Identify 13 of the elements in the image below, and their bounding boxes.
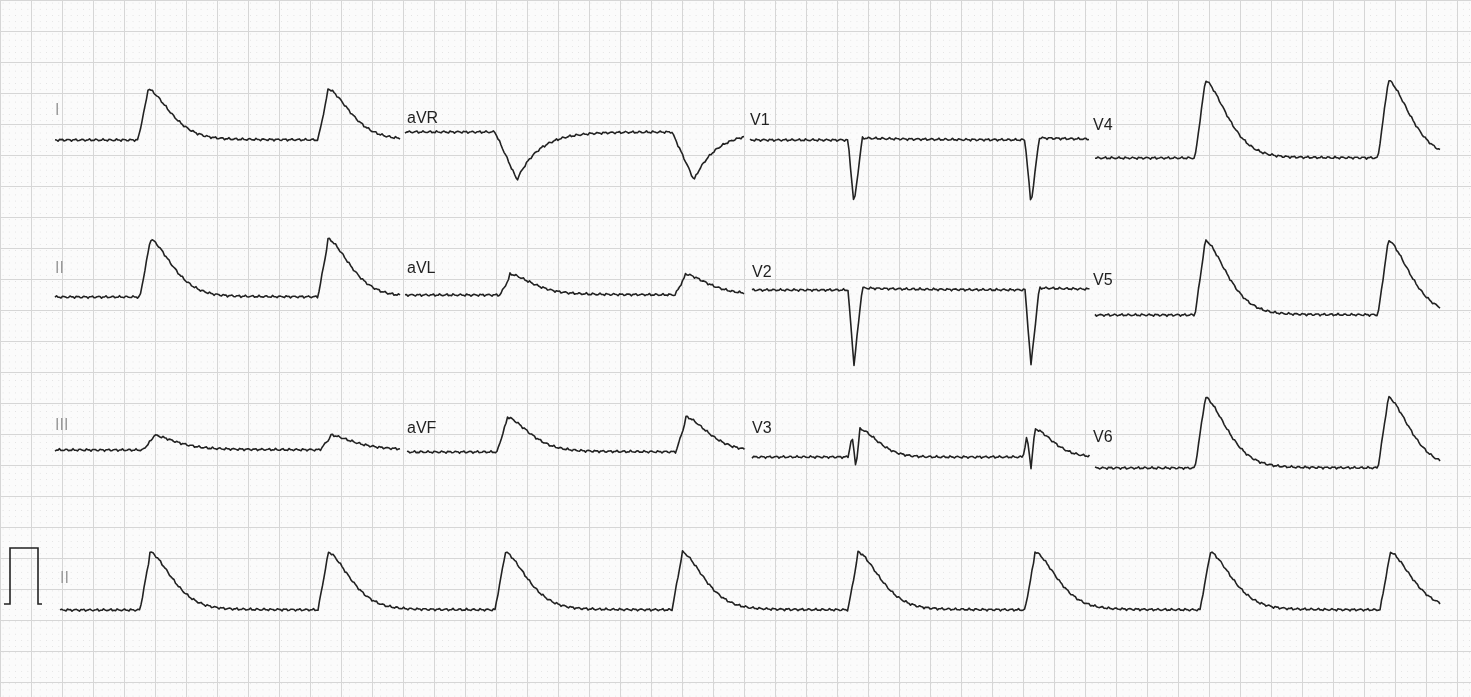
lead-label: III <box>55 417 69 433</box>
lead-label: V4 <box>1093 117 1113 133</box>
lead-label: V1 <box>750 112 770 128</box>
lead-label: V2 <box>752 264 772 280</box>
lead-label: V3 <box>752 420 772 436</box>
lead-label: aVL <box>407 260 436 276</box>
lead-label: V6 <box>1093 429 1113 445</box>
lead-label: I <box>55 102 60 118</box>
lead-label: V5 <box>1093 272 1113 288</box>
lead-label: aVF <box>407 420 437 436</box>
lead-label: II <box>55 260 64 276</box>
lead-label: II <box>60 570 69 586</box>
lead-label: aVR <box>407 110 439 126</box>
